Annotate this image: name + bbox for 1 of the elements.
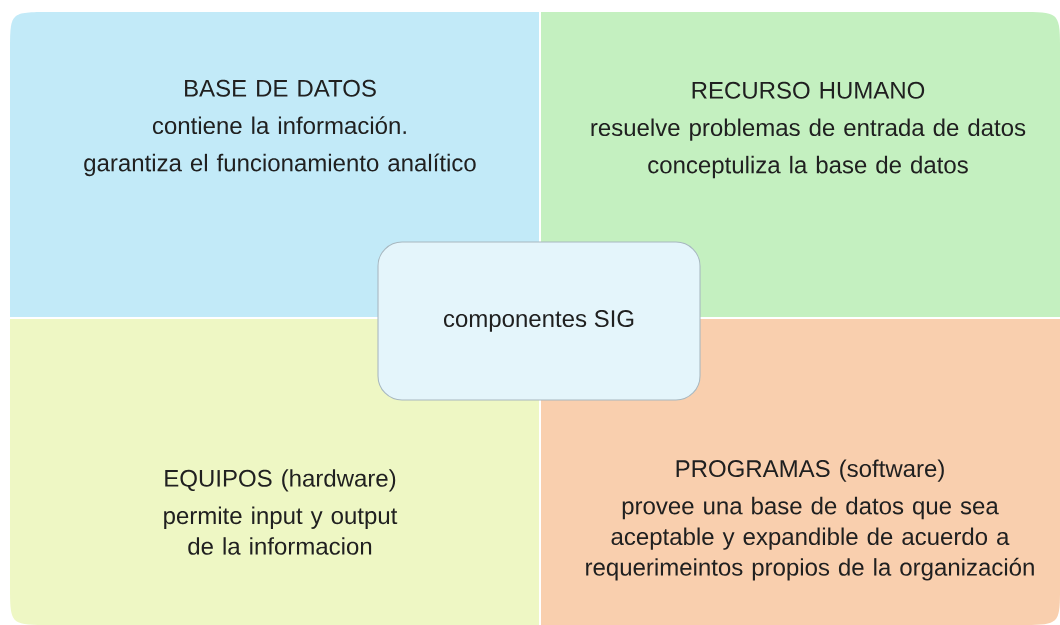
center-box: componentes SIG	[377, 241, 701, 401]
